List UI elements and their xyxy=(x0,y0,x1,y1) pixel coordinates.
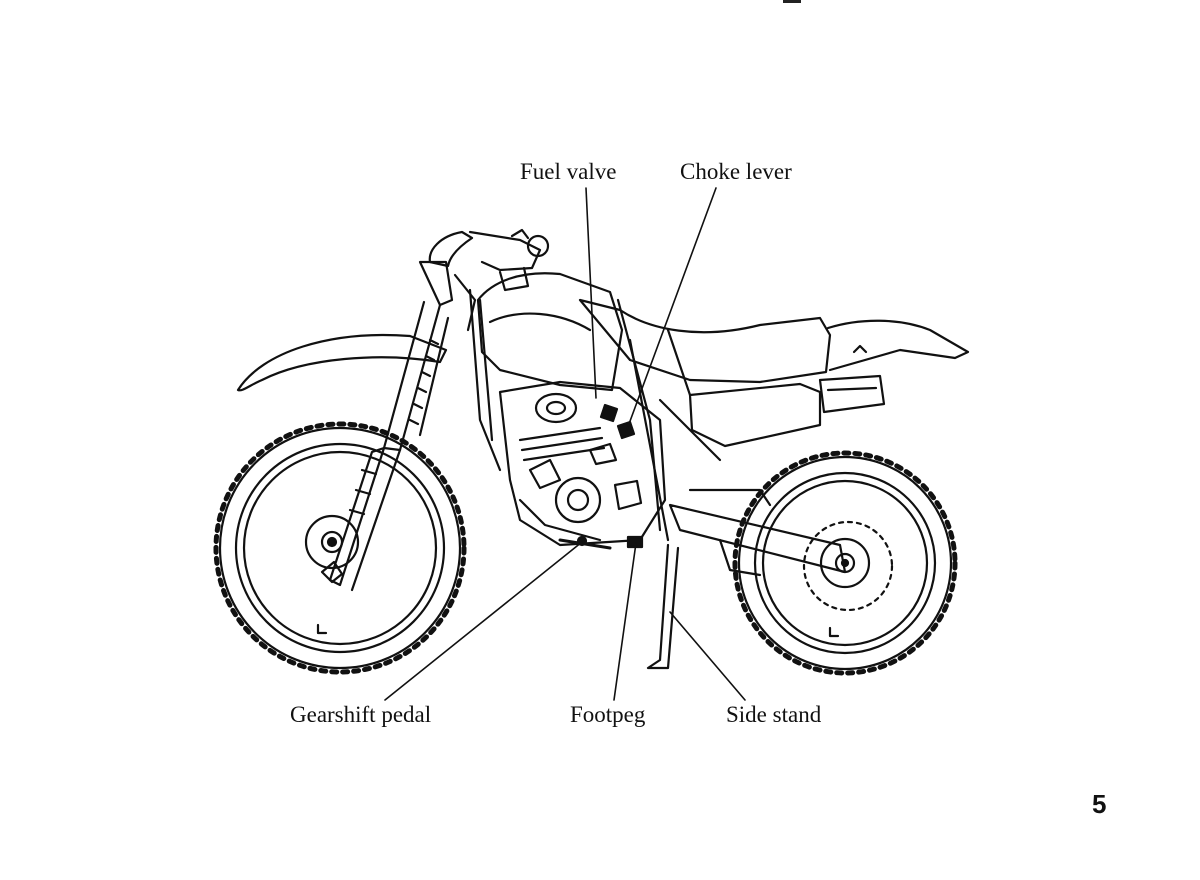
leader-lines xyxy=(384,187,746,701)
engine xyxy=(498,380,667,547)
frame xyxy=(468,288,722,542)
rear-fender xyxy=(826,319,970,372)
front-fender xyxy=(236,333,448,392)
label-footpeg: Footpeg xyxy=(570,702,646,727)
seat xyxy=(578,298,832,384)
side-stand xyxy=(646,543,680,670)
side-panel xyxy=(688,382,822,448)
label-fuel-valve: Fuel valve xyxy=(520,159,617,184)
label-choke-lever: Choke lever xyxy=(680,159,792,184)
label-gearshift-pedal: Gearshift pedal xyxy=(290,702,432,727)
scan-mark xyxy=(783,0,801,3)
label-side-stand: Side stand xyxy=(726,702,822,727)
page-number: 5 xyxy=(1092,789,1107,819)
front-fork xyxy=(328,260,454,592)
front-wheel xyxy=(213,421,467,675)
handlebar xyxy=(428,228,550,332)
rear-wheel xyxy=(732,450,958,676)
tank-contour xyxy=(488,312,592,332)
fuel-tank xyxy=(476,272,624,392)
